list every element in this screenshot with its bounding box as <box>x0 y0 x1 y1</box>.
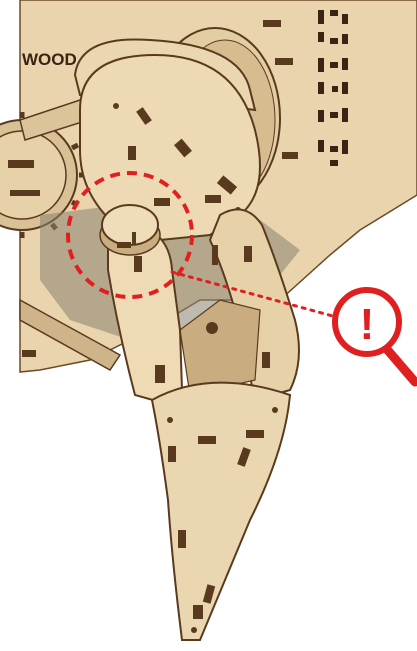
brand-text: WOOD <box>22 50 77 69</box>
axle-hub <box>100 205 160 255</box>
pointed-foot <box>152 383 290 640</box>
magnifier-warning-icon: ! <box>335 290 415 382</box>
warning-exclamation: ! <box>360 300 375 349</box>
